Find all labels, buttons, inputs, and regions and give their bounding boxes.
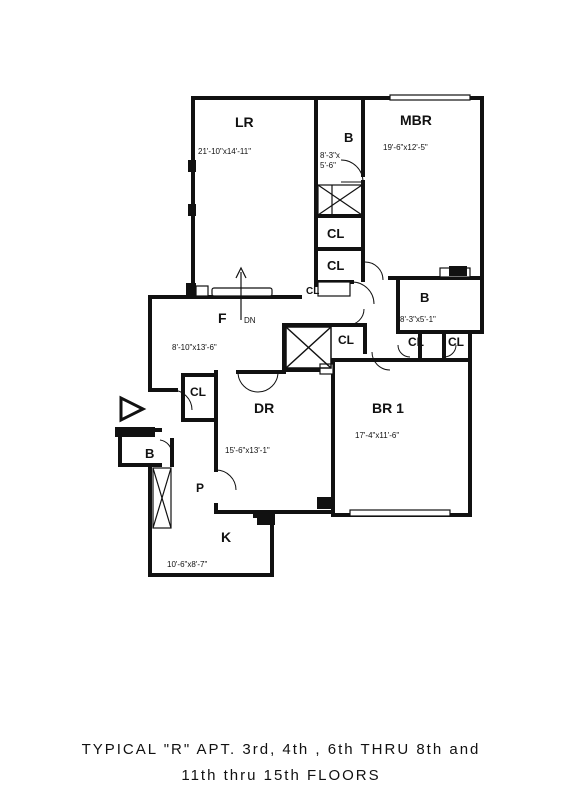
room-b1-label: B <box>344 130 353 145</box>
windows <box>195 94 471 517</box>
floor-plan: LR 21'-10"x14'-11" MBR 19'-6"x12'-5" B 8… <box>115 94 484 577</box>
doors <box>159 159 457 491</box>
room-br1-label: BR 1 <box>372 400 404 416</box>
wall-blocks <box>115 160 467 525</box>
elevator-shaft <box>285 326 332 369</box>
room-lr-dim: 21'-10"x14'-11" <box>198 147 251 156</box>
closet-label-3: CL <box>306 286 319 297</box>
room-b2-dim: 8'-3"x5'-1" <box>400 315 436 324</box>
room-b3-label: B <box>145 446 154 461</box>
closet-label-1: CL <box>327 226 344 241</box>
room-k-dim: 10'-6"x8'-7" <box>167 560 207 569</box>
room-br1-dim: 17'-4"x11'-6" <box>355 431 399 440</box>
room-p-label: P <box>196 481 204 495</box>
room-f-note: DN <box>244 316 256 325</box>
room-b1-dim2: 5'-6" <box>320 161 336 170</box>
caption-line-2: 11th thru 15th FLOORS <box>181 767 381 784</box>
duct-upper <box>317 184 363 216</box>
closet-label-6: CL <box>448 335 464 349</box>
room-k-label: K <box>221 529 231 545</box>
stair-arrow <box>235 266 247 320</box>
closet-label-2: CL <box>327 258 344 273</box>
room-dr-dim: 15'-6"x13'-1" <box>225 446 270 455</box>
walls <box>118 96 484 577</box>
room-dr-label: DR <box>254 400 274 416</box>
room-f-dim: 8'-10"x13'-6" <box>172 343 217 352</box>
caption-line-1: TYPICAL "R" APT. 3rd, 4th , 6th THRU 8th… <box>81 741 481 758</box>
room-mbr-dim: 19'-6"x12'-5" <box>383 143 428 152</box>
room-b1-dim1: 8'-3"x <box>320 151 340 160</box>
closet-label-5: CL <box>408 335 424 349</box>
kitchen-counter <box>152 467 172 529</box>
closet-label-7: CL <box>190 385 206 399</box>
entry-arrow-icon <box>119 395 147 423</box>
room-mbr-label: MBR <box>400 112 432 128</box>
closet-label-4: CL <box>338 333 354 347</box>
room-b2-label: B <box>420 290 429 305</box>
room-lr-label: LR <box>235 114 254 130</box>
room-f-label: F <box>218 310 227 326</box>
